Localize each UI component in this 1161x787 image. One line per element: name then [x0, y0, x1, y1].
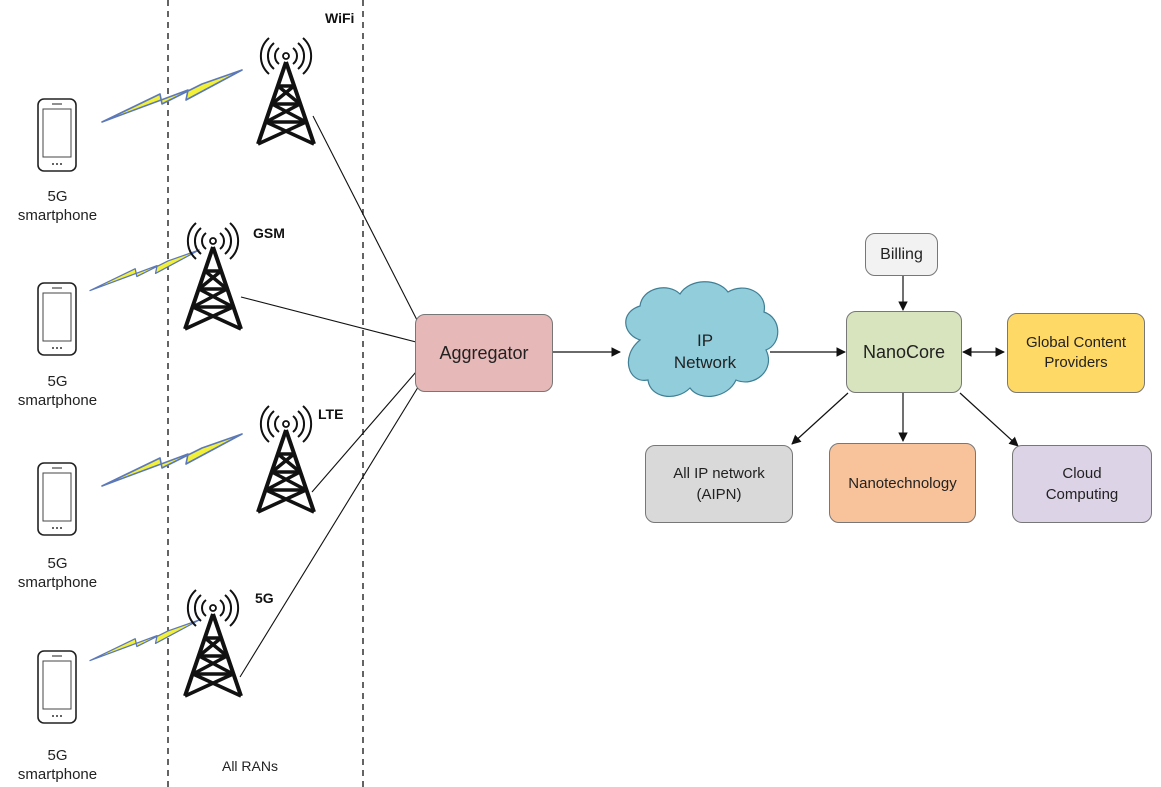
smartphone-icon: [37, 650, 77, 724]
tower-links: [239, 115, 421, 678]
wireless-link-icon: [89, 249, 200, 292]
nanotechnology-node: Nanotechnology: [829, 443, 976, 523]
billing-node: Billing: [865, 233, 938, 276]
ip-network-label: IP Network: [673, 331, 737, 372]
cloud-computing-node: Cloud Computing: [1012, 445, 1152, 523]
cell-tower-icon: [183, 221, 243, 331]
smartphone-label-line2: smartphone: [17, 766, 98, 783]
wireless-link-icon: [101, 433, 243, 487]
wireless-link-icon: [89, 619, 200, 662]
smartphone-label: 5G smartphone: [0, 746, 115, 784]
smartphone-label: 5G smartphone: [0, 372, 115, 410]
nanocore-node: NanoCore: [846, 311, 962, 393]
smartphone-label-line2: smartphone: [17, 574, 98, 591]
cell-tower-icon: [256, 404, 316, 514]
tower-label-gsm: GSM: [253, 225, 285, 241]
cell-tower-icon: [256, 36, 316, 146]
tower-label-lte: LTE: [318, 406, 344, 422]
ip-network-cloud: [625, 281, 779, 397]
smartphone-label-line1: 5G: [47, 747, 68, 764]
smartphone-label-line1: 5G: [47, 188, 68, 205]
global-content-providers-node: Global Content Providers: [1007, 313, 1145, 393]
wireless-link-icon: [101, 69, 243, 123]
smartphone-label-line2: smartphone: [17, 392, 98, 409]
ran-region-label: All RANs: [221, 758, 278, 774]
cell-tower-icon: [183, 588, 243, 698]
core-links: [553, 275, 1019, 447]
aggregator-node: Aggregator: [415, 314, 553, 392]
smartphone-icon: [37, 282, 77, 356]
tower-label-wifi: WiFi: [325, 10, 355, 26]
smartphone-label-line1: 5G: [47, 373, 68, 390]
aipn-node: All IP network (AIPN): [645, 445, 793, 523]
smartphone-label-line1: 5G: [47, 555, 68, 572]
tower-label-5g: 5G: [255, 590, 274, 606]
smartphone-icon: [37, 98, 77, 172]
smartphone-label-line2: smartphone: [17, 207, 98, 224]
smartphone-label: 5G smartphone: [0, 554, 115, 592]
smartphone-label: 5G smartphone: [0, 187, 115, 225]
smartphone-icon: [37, 462, 77, 536]
